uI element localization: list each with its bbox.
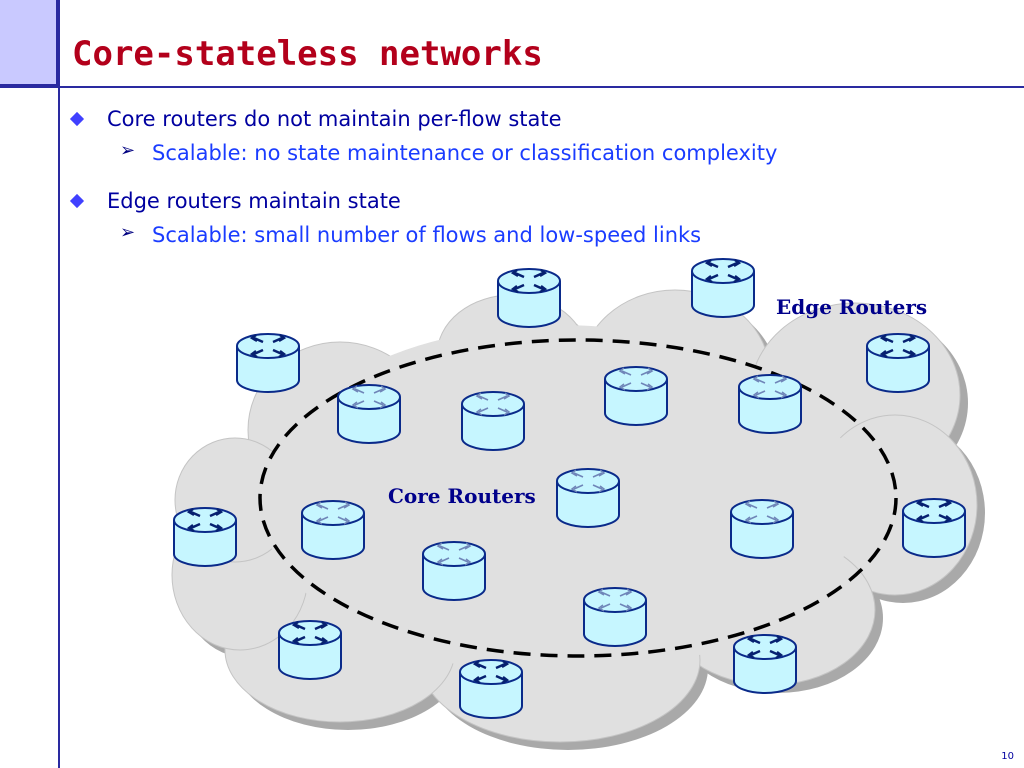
edge-router-9	[733, 634, 797, 694]
corner-decoration	[0, 0, 58, 86]
left-rule	[58, 0, 60, 768]
core-router-5	[556, 468, 620, 528]
core-boundary	[258, 338, 898, 658]
edge-routers-label: Edge Routers	[776, 295, 928, 319]
core-router-7	[730, 499, 794, 559]
title-rule	[0, 86, 1024, 88]
slide-number: 10	[1001, 751, 1014, 762]
edge-router-5	[173, 507, 237, 567]
edge-router-3	[236, 333, 300, 393]
edge-router-1	[497, 268, 561, 328]
edge-router-2	[691, 258, 755, 318]
core-router-2	[461, 391, 525, 451]
edge-router-4	[866, 333, 930, 393]
arrow-bullet-icon: ➢	[120, 222, 136, 243]
core-router-9	[583, 587, 647, 647]
subbullet-text: Scalable: no state maintenance or classi…	[152, 141, 778, 165]
core-router-4	[738, 374, 802, 434]
arrow-bullet-icon: ➢	[120, 140, 136, 161]
slide-title: Core-stateless networks	[72, 34, 543, 74]
edge-router-6	[902, 498, 966, 558]
bullet-text: Core routers do not maintain per-flow st…	[107, 107, 562, 131]
core-router-8	[422, 541, 486, 601]
bullet-text: Edge routers maintain state	[107, 189, 401, 213]
subbullet-text: Scalable: small number of flows and low-…	[152, 223, 702, 247]
edge-router-7	[278, 620, 342, 680]
edge-router-8	[459, 659, 523, 719]
core-router-6	[301, 500, 365, 560]
core-router-3	[604, 366, 668, 426]
core-router-1	[337, 384, 401, 444]
core-routers-label: Core Routers	[388, 484, 536, 508]
